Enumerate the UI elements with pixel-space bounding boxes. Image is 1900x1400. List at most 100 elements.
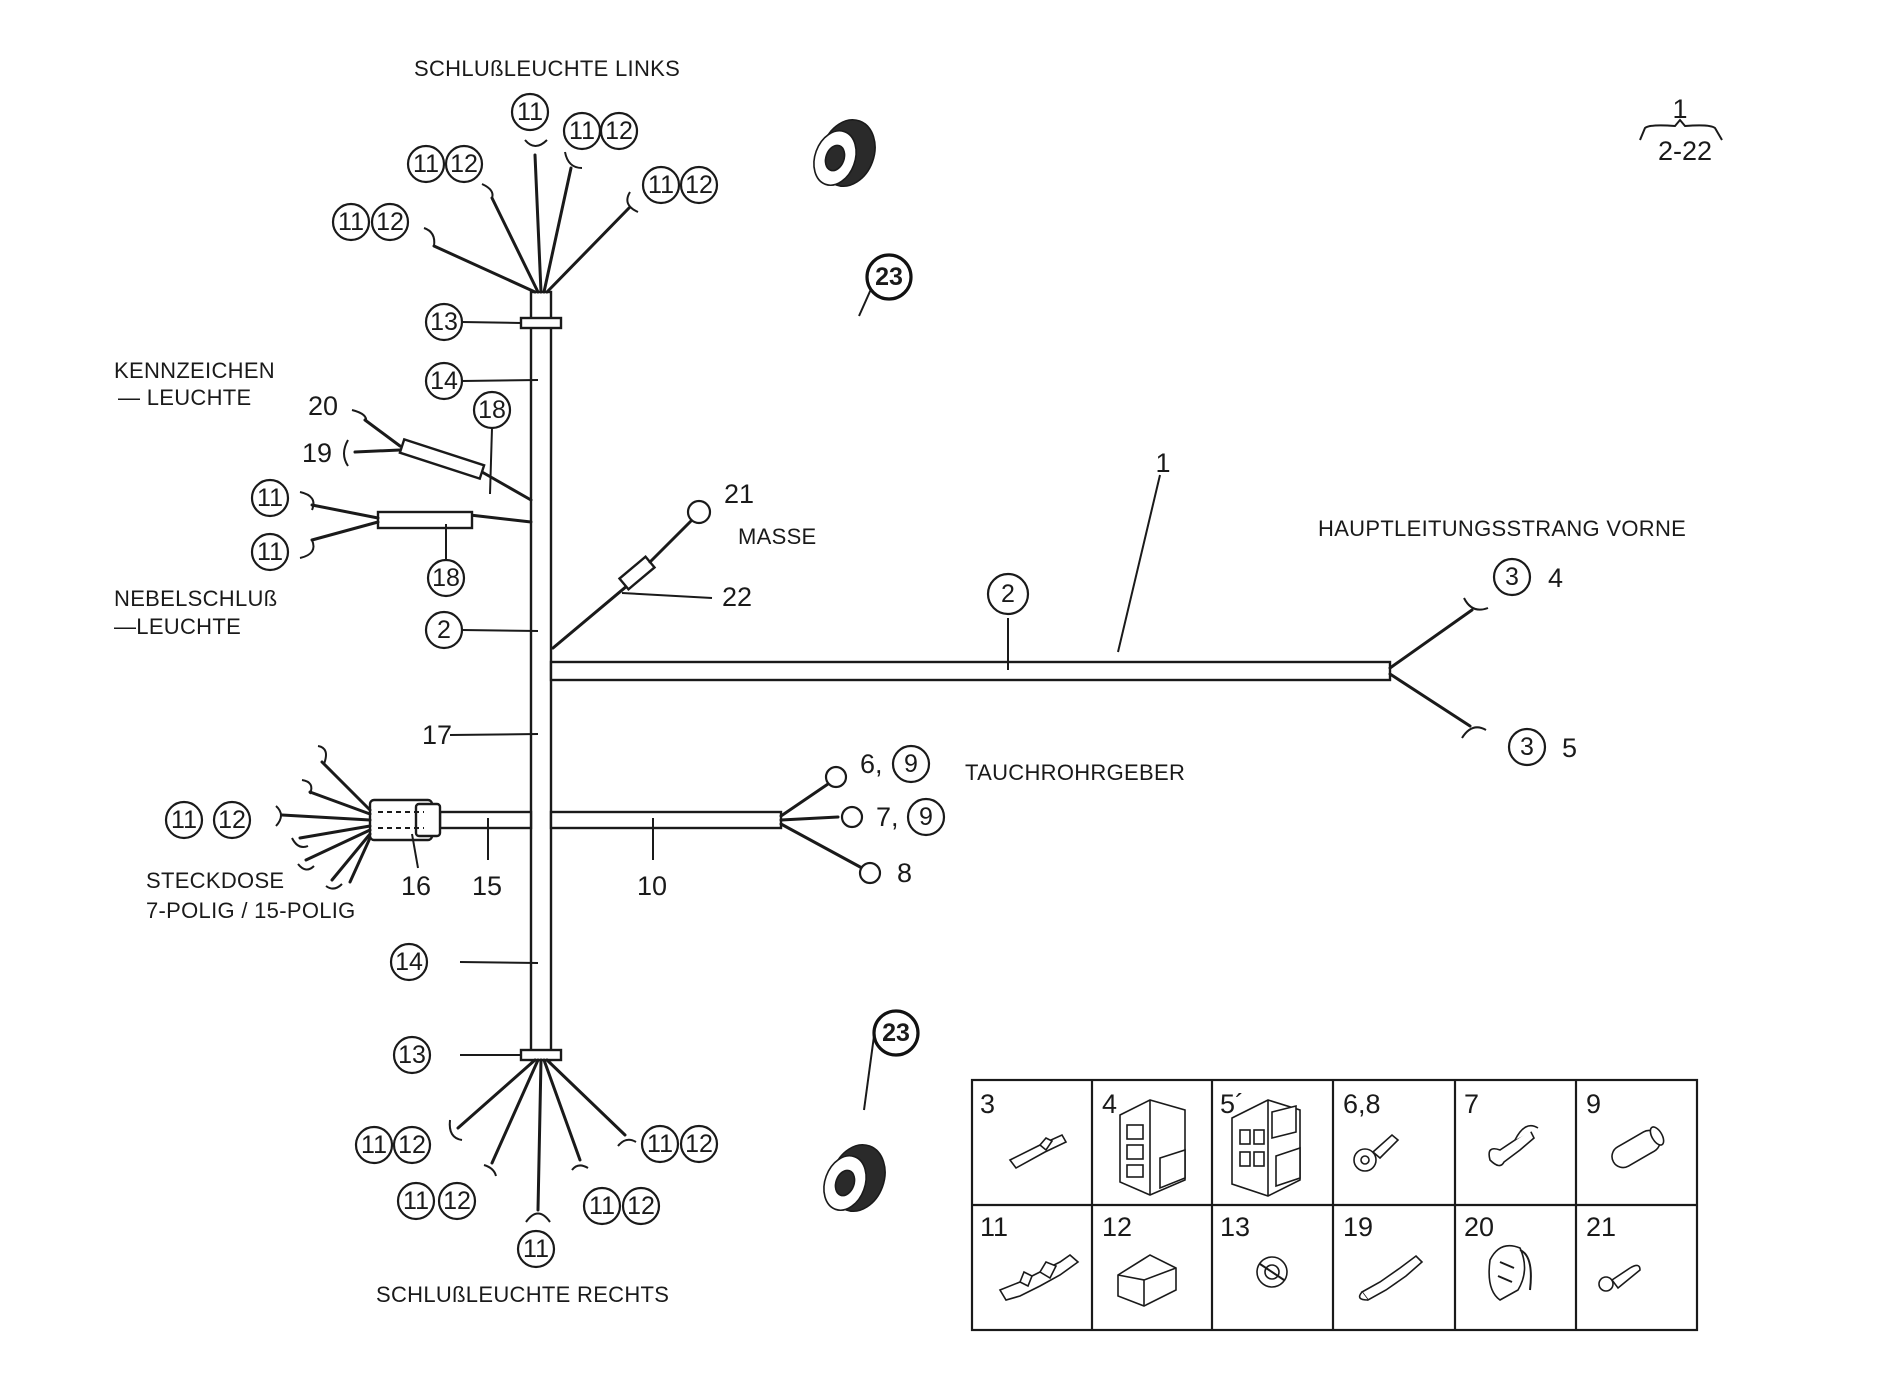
label-tauchrohrgeber: TAUCHROHRGEBER bbox=[965, 760, 1185, 785]
vertical-trunk bbox=[529, 290, 553, 1062]
callout-14: 14 bbox=[389, 942, 429, 982]
legend-no-9: 9 bbox=[1586, 1089, 1601, 1119]
svg-text:13: 13 bbox=[430, 308, 458, 336]
callout-9: 9 bbox=[891, 744, 931, 784]
legend-no-3: 3 bbox=[980, 1089, 995, 1119]
svg-text:14: 14 bbox=[395, 948, 423, 976]
callout-12: 12 bbox=[679, 1124, 719, 1164]
harness-trunk bbox=[438, 290, 1392, 1062]
part-4-icon bbox=[1119, 1099, 1186, 1196]
callout-3: 3 bbox=[1492, 557, 1532, 597]
legend-no-20: 20 bbox=[1464, 1212, 1494, 1242]
svg-text:11: 11 bbox=[589, 1192, 615, 1220]
main-branch-to-front bbox=[549, 660, 1392, 682]
svg-text:12: 12 bbox=[376, 208, 404, 236]
callout-18: 18 bbox=[426, 558, 466, 598]
callout-11: 11 bbox=[164, 800, 204, 840]
label-nebel-2: —LEUCHTE bbox=[114, 614, 241, 639]
svg-text:12: 12 bbox=[627, 1192, 655, 1220]
callout-12: 12 bbox=[444, 144, 484, 184]
callout-2: 2 bbox=[986, 572, 1030, 616]
bottom-fan-wires bbox=[448, 1058, 637, 1223]
callout-11: 11 bbox=[641, 165, 681, 205]
legend-no-12: 12 bbox=[1102, 1212, 1132, 1242]
callout-14: 14 bbox=[424, 361, 464, 401]
callout-12: 12 bbox=[437, 1181, 477, 1221]
callout-11: 11 bbox=[250, 478, 290, 518]
callout-11: 11 bbox=[516, 1229, 556, 1269]
tauchrohr-fan bbox=[779, 765, 882, 885]
svg-text:11: 11 bbox=[403, 1187, 429, 1215]
part-3-icon bbox=[1008, 1133, 1068, 1170]
svg-text:12: 12 bbox=[685, 171, 713, 199]
label-schlussleuchte-rechts: SCHLUßLEUCHTE RECHTS bbox=[376, 1282, 669, 1307]
leader-lines bbox=[411, 259, 1161, 1111]
callout-11: 11 bbox=[582, 1186, 622, 1226]
svg-text:9: 9 bbox=[919, 803, 933, 831]
branch-steckdose bbox=[438, 810, 533, 830]
legend-no-21: 21 bbox=[1586, 1212, 1616, 1242]
svg-text:9: 9 bbox=[904, 750, 918, 778]
callout-11: 11 bbox=[406, 144, 446, 184]
label-kennzeichen-1: KENNZEICHEN bbox=[114, 358, 275, 383]
svg-text:18: 18 bbox=[432, 564, 460, 592]
svg-text:23: 23 bbox=[882, 1019, 910, 1047]
callout-12: 12 bbox=[599, 111, 639, 151]
legend-no-13: 13 bbox=[1220, 1212, 1250, 1242]
grommet-bottom bbox=[823, 1144, 886, 1212]
callout-12: 12 bbox=[212, 800, 252, 840]
number-8: 8 bbox=[897, 858, 912, 888]
parts-legend: 3 4 5´ 6,8 7 9 11 12 13 19 20 21 bbox=[970, 1078, 1699, 1332]
legend-no-11: 11 bbox=[980, 1212, 1008, 1242]
svg-text:12: 12 bbox=[218, 806, 246, 834]
masse-lead bbox=[648, 518, 694, 564]
plain-numbers: 1 4 5 6, 7, 8 10 15 16 17 19 20 21 22 bbox=[302, 391, 1577, 901]
svg-text:11: 11 bbox=[171, 806, 197, 834]
svg-text:11: 11 bbox=[257, 538, 283, 566]
callout-12: 12 bbox=[392, 1125, 432, 1165]
top-fan-wires bbox=[423, 139, 639, 294]
callout-11: 11 bbox=[640, 1124, 680, 1164]
callout-12: 12 bbox=[679, 165, 719, 205]
svg-text:3: 3 bbox=[1520, 733, 1534, 761]
callout-23: 23 bbox=[865, 253, 913, 301]
svg-text:12: 12 bbox=[443, 1187, 471, 1215]
svg-text:11: 11 bbox=[338, 208, 364, 236]
callout-11: 11 bbox=[510, 92, 550, 132]
svg-text:11: 11 bbox=[361, 1131, 387, 1159]
callout-3: 3 bbox=[1507, 727, 1547, 767]
ref-bottom: 2-22 bbox=[1658, 136, 1712, 166]
part-9-icon bbox=[1611, 1126, 1665, 1169]
number-1: 1 bbox=[1155, 448, 1170, 478]
label-schlussleuchte-links: SCHLUßLEUCHTE LINKS bbox=[414, 56, 680, 81]
number-15: 15 bbox=[472, 871, 502, 901]
callout-11: 11 bbox=[331, 202, 371, 242]
svg-text:2: 2 bbox=[437, 616, 451, 644]
legend-no-4: 4 bbox=[1102, 1089, 1117, 1119]
svg-text:11: 11 bbox=[647, 1130, 673, 1158]
svg-text:12: 12 bbox=[450, 150, 478, 178]
callout-13: 13 bbox=[392, 1035, 432, 1075]
number-5: 5 bbox=[1562, 733, 1577, 763]
callout-circles: 11 11 12 11 12 11 12 11 12 23 13 14 18 1… bbox=[164, 92, 1547, 1269]
number-20: 20 bbox=[308, 391, 338, 421]
callout-11: 11 bbox=[562, 111, 602, 151]
part-5-icon bbox=[1231, 1099, 1301, 1197]
callout-11: 11 bbox=[396, 1181, 436, 1221]
svg-text:12: 12 bbox=[398, 1131, 426, 1159]
svg-text:11: 11 bbox=[569, 117, 595, 145]
svg-text:12: 12 bbox=[605, 117, 633, 145]
callout-11: 11 bbox=[354, 1125, 394, 1165]
callout-13: 13 bbox=[424, 302, 464, 342]
corner-reference: 1 2-22 bbox=[1639, 94, 1723, 166]
number-7: 7, bbox=[876, 802, 899, 832]
svg-text:23: 23 bbox=[875, 263, 903, 291]
label-hauptleitungsstrang: HAUPTLEITUNGSSTRANG VORNE bbox=[1318, 516, 1686, 541]
svg-text:12: 12 bbox=[685, 1130, 713, 1158]
callout-23: 23 bbox=[872, 1009, 920, 1057]
legend-no-6-8: 6,8 bbox=[1343, 1089, 1381, 1119]
ref-top: 1 bbox=[1672, 94, 1687, 124]
part-13-icon bbox=[1256, 1256, 1288, 1288]
label-nebel-1: NEBELSCHLUß bbox=[114, 586, 277, 611]
